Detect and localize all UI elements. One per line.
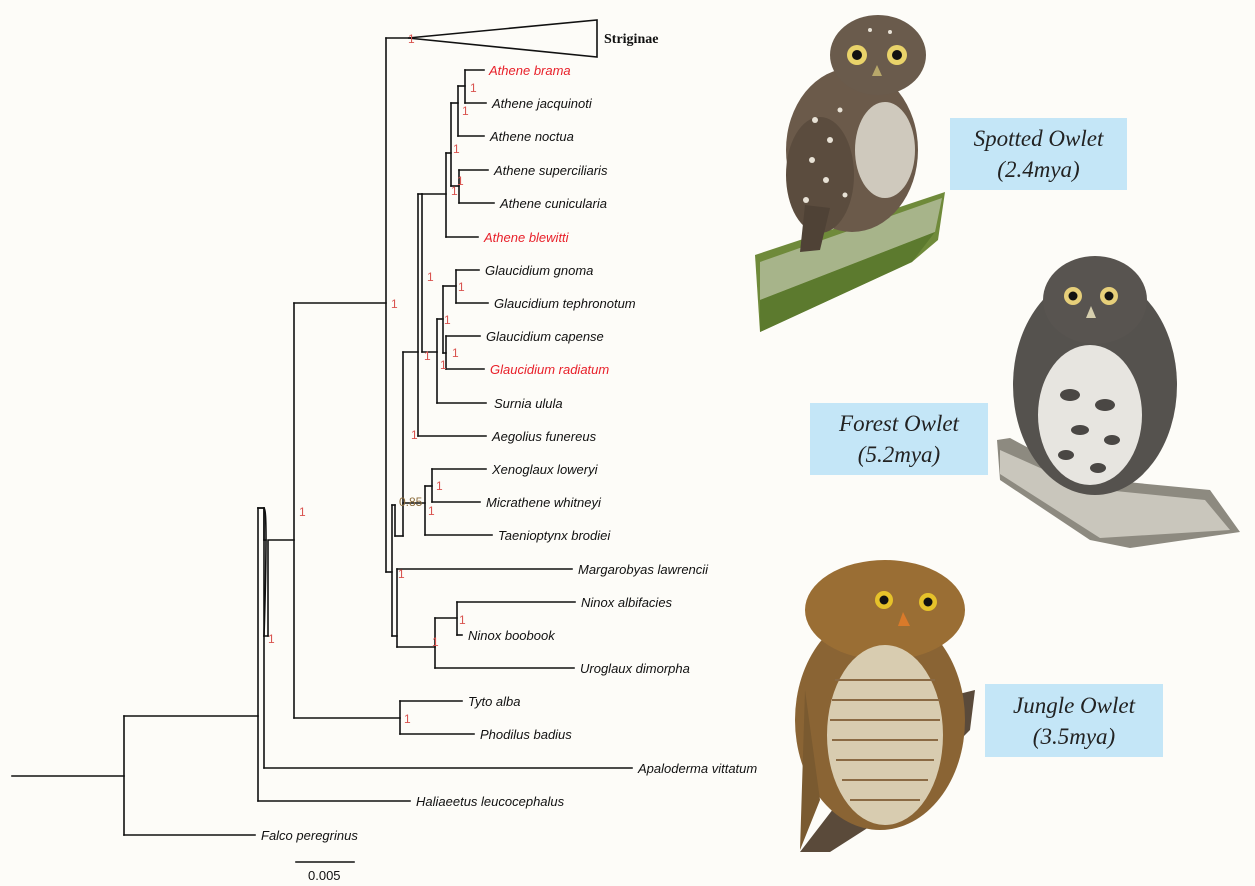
taxon-label: Glaucidium tephronotum — [494, 296, 636, 311]
forest-owlet-age: (5.2mya) — [810, 439, 988, 470]
taxon-label: Aegolius funereus — [491, 429, 597, 444]
taxon-label: Tyto alba — [468, 694, 521, 709]
support-value: 1 — [436, 479, 443, 493]
support-value: 1 — [268, 632, 275, 646]
taxon-label: Athene blewitti — [483, 230, 570, 245]
taxon-label: Apaloderma vittatum — [637, 761, 757, 776]
jungle-owlet-age: (3.5mya) — [985, 721, 1163, 752]
support-value: 1 — [459, 613, 466, 627]
support-value: 1 — [444, 313, 451, 327]
support-value: 1 — [408, 32, 415, 46]
taxon-label: Phodilus badius — [480, 727, 572, 742]
taxon-label: Uroglaux dimorpha — [580, 661, 690, 676]
taxon-label: Ninox albifacies — [581, 595, 673, 610]
taxon-label: Ninox boobook — [468, 628, 556, 643]
striginae-triangle — [408, 20, 597, 57]
branch-owls-link — [268, 540, 294, 636]
taxon-label: Athene jacquinoti — [491, 96, 593, 111]
clade-label-striginae: Striginae — [604, 32, 658, 47]
jungle-owlet-name: Jungle Owlet — [985, 690, 1163, 721]
support-value: 1 — [432, 635, 439, 649]
taxon-label: Falco peregrinus — [261, 828, 358, 843]
support-value: 1 — [470, 81, 477, 95]
forest-owlet-photo — [997, 256, 1240, 548]
support-value: 1 — [391, 297, 398, 311]
spotted-owlet-label-box: Spotted Owlet (2.4mya) — [950, 118, 1127, 190]
jungle-owlet-photo — [795, 560, 975, 852]
taxon-label: Athene brama — [488, 63, 571, 78]
forest-owlet-name: Forest Owlet — [810, 408, 988, 439]
support-value: 1 — [462, 104, 469, 118]
taxon-label: Micrathene whitneyi — [486, 495, 602, 510]
scale-label: 0.005 — [308, 868, 341, 883]
taxon-label: Surnia ulula — [494, 396, 563, 411]
support-values: 1 1 1 1 1 1 1 1 1 1 1 1 1 0.85 1 1 1 1 1… — [268, 32, 477, 726]
support-value: 1 — [428, 504, 435, 518]
taxon-label: Margarobyas lawrencii — [578, 562, 709, 577]
spotted-owlet-name: Spotted Owlet — [950, 123, 1127, 154]
support-value: 1 — [457, 174, 464, 188]
support-value: 1 — [440, 358, 447, 372]
support-value: 1 — [411, 428, 418, 442]
taxon-label: Athene cunicularia — [499, 196, 607, 211]
taxon-label: Athene noctua — [489, 129, 574, 144]
support-value: 1 — [452, 346, 459, 360]
support-value: 1 — [424, 349, 431, 363]
taxon-label: Glaucidium capense — [486, 329, 604, 344]
spotted-owlet-photo — [755, 15, 945, 332]
support-value: 1 — [427, 270, 434, 284]
support-value: 1 — [398, 567, 405, 581]
support-value: 1 — [451, 184, 458, 198]
support-value: 1 — [453, 142, 460, 156]
jungle-owlet-label-box: Jungle Owlet (3.5mya) — [985, 684, 1163, 757]
support-value: 1 — [299, 505, 306, 519]
taxon-label: Xenoglaux loweryi — [491, 462, 599, 477]
taxon-label: Haliaeetus leucocephalus — [416, 794, 565, 809]
support-value: 0.85 — [399, 495, 423, 509]
spotted-owlet-age: (2.4mya) — [950, 154, 1127, 185]
taxon-label: Taenioptynx brodiei — [498, 528, 611, 543]
taxon-labels: Athene brama Athene jacquinoti Athene no… — [261, 63, 757, 843]
taxon-label: Glaucidium gnoma — [485, 263, 593, 278]
taxon-label: Glaucidium radiatum — [490, 362, 609, 377]
support-value: 1 — [404, 712, 411, 726]
support-value: 1 — [458, 280, 465, 294]
taxon-label: Athene superciliaris — [493, 163, 608, 178]
forest-owlet-label-box: Forest Owlet (5.2mya) — [810, 403, 988, 475]
